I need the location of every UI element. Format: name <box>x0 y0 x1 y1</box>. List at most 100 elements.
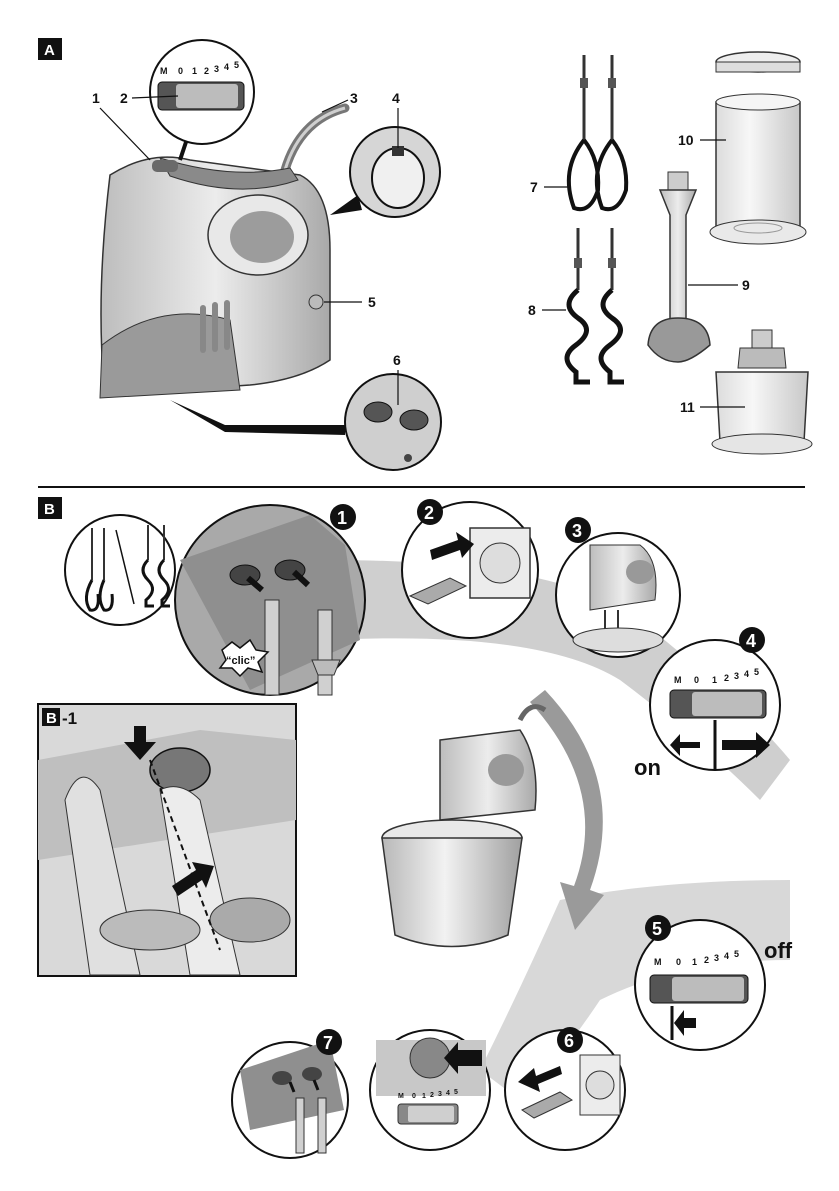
step5-scale-m: M <box>654 957 662 967</box>
label-7: 7 <box>530 179 538 195</box>
step-6-badge <box>557 1027 583 1053</box>
label-4: 4 <box>392 90 400 106</box>
step-3-mixer-in-bowl: 3 <box>555 517 681 658</box>
label-6: 6 <box>393 352 401 368</box>
off-label: off <box>764 938 793 963</box>
step7-scale-5: 5 <box>454 1089 458 1096</box>
zoom-sockets-pointer <box>170 400 345 435</box>
step4-scale-4: 4 <box>744 669 749 679</box>
scale-5: 5 <box>234 60 239 70</box>
step5-scale-0: 0 <box>676 957 681 967</box>
step4-scale-m: M <box>674 675 682 685</box>
step4-scale-5: 5 <box>754 667 759 677</box>
clic-label: “clic” <box>226 655 255 667</box>
scale-0: 0 <box>178 66 183 76</box>
label-2: 2 <box>120 90 128 106</box>
label-11: 11 <box>680 399 695 415</box>
mixer-vent-3 <box>224 300 230 350</box>
step-6-unplug: 6 <box>504 1027 626 1151</box>
step-5-badge <box>645 915 671 941</box>
switch-knob <box>176 84 238 108</box>
step-4-badge <box>739 627 765 653</box>
zoom-speed-switch: M 0 1 2 3 4 5 <box>149 39 255 161</box>
detail-b1-prefix: B <box>46 710 57 727</box>
step-7-eject-beaters: M 0 1 2 3 4 5 7 <box>231 1029 491 1159</box>
step4-scale-2: 2 <box>724 673 729 683</box>
mixer-top-band <box>158 157 299 190</box>
step-5-switch-off: M 0 1 2 3 4 5 5 off <box>634 915 793 1051</box>
section-a-label: A <box>44 42 55 59</box>
step7-scale-1: 1 <box>422 1093 426 1100</box>
detail-b1-label: -1 <box>62 709 77 728</box>
step5-scale-1: 1 <box>692 957 697 967</box>
process-arrow <box>530 690 604 930</box>
step-1-badge <box>330 504 356 530</box>
step5-scale-5: 5 <box>734 949 739 959</box>
on-label: on <box>634 755 661 780</box>
detail-b1: B -1 <box>37 703 297 977</box>
step-2-badge <box>417 499 443 525</box>
label-3: 3 <box>350 90 358 106</box>
detail-b1-badge-box <box>42 708 60 726</box>
chopper-attachment <box>711 329 813 455</box>
step4-scale-0: 0 <box>694 675 699 685</box>
socket-hole-left <box>363 401 393 423</box>
mixer-vent-2 <box>212 302 218 352</box>
step5-scale-4: 4 <box>724 951 729 961</box>
scale-3: 3 <box>214 64 219 74</box>
step7-scale-4: 4 <box>446 1090 450 1097</box>
speed-switch-on-body <box>152 160 178 172</box>
clic-burst <box>218 638 270 678</box>
leader-2 <box>131 95 179 99</box>
step-7-number: 7 <box>323 1033 333 1053</box>
mixer-operating <box>381 704 547 948</box>
scale-m: M <box>160 66 168 76</box>
step-6-number: 6 <box>564 1031 574 1051</box>
socket-opening <box>371 147 425 209</box>
socket-clip <box>392 146 404 156</box>
step7-scale-0: 0 <box>412 1093 416 1100</box>
scale-4: 4 <box>224 62 229 72</box>
zoom-beater-sockets <box>170 373 442 471</box>
step-5-number: 5 <box>652 919 662 939</box>
mixer-vent-1 <box>200 305 206 353</box>
step5-scale-3: 3 <box>714 953 719 963</box>
step-4-number: 4 <box>746 631 756 651</box>
label-8: 8 <box>528 302 536 318</box>
label-10: 10 <box>678 132 694 148</box>
label-9: 9 <box>742 277 750 293</box>
zoom-sockets-circle <box>344 373 442 471</box>
leader-1 <box>99 107 151 161</box>
section-b: B “clic” 1 <box>37 497 793 1159</box>
step-2-number: 2 <box>424 503 434 523</box>
blender-shaft <box>647 171 711 363</box>
whisk-beaters <box>566 55 629 212</box>
step-1-number: 1 <box>337 508 347 528</box>
step7-scale-3: 3 <box>438 1091 442 1098</box>
mixer-cable-highlight <box>283 106 346 171</box>
step4-scale-3: 3 <box>734 671 739 681</box>
label-1: 1 <box>92 90 100 106</box>
measuring-beaker <box>709 51 807 245</box>
dough-hooks <box>564 228 624 385</box>
section-b-label: B <box>44 501 55 518</box>
step-1-insert-beaters: “clic” 1 <box>174 504 366 696</box>
socket-hole-right <box>399 409 429 431</box>
scale-2: 2 <box>204 66 209 76</box>
zoom-socket-pointer <box>330 195 362 215</box>
step-2-plug-in: 2 <box>401 499 539 639</box>
label-5: 5 <box>368 294 376 310</box>
scale-1: 1 <box>192 66 197 76</box>
step-4-switch-on: M 0 1 2 3 4 5 4 on <box>634 627 781 780</box>
step-7-badge <box>316 1029 342 1055</box>
step7-scale-m: M <box>398 1093 404 1100</box>
step7-scale-2: 2 <box>430 1092 434 1099</box>
mixer-cable <box>280 103 350 175</box>
zoom-rear-socket <box>330 126 441 218</box>
section-b-badge <box>38 497 62 519</box>
section-a: A M 0 1 2 3 4 5 <box>38 38 813 471</box>
hand-mixer <box>99 103 350 399</box>
leader-3 <box>321 99 349 113</box>
step-3-number: 3 <box>572 521 582 541</box>
